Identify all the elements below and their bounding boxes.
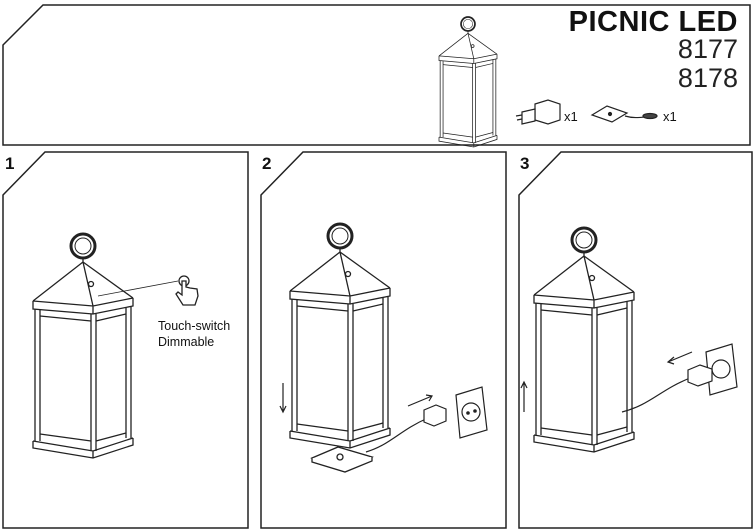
adapter-quantity: x1 [564,109,578,124]
cable [621,377,691,413]
caption-line: Touch-switch [158,319,231,333]
plug-in-arrow-icon [407,394,433,407]
lantern-illustration [532,226,636,454]
step-1-caption: Touch-switch Dimmable [158,318,230,350]
pad-quantity: x1 [663,109,677,124]
header-frame [2,4,751,146]
up-arrow-icon [520,380,528,412]
product-code: 8177 [677,34,738,64]
power-adapter-icon [515,99,561,125]
wall-socket-icon [705,343,738,396]
lantern-illustration [438,16,498,148]
step-3-frame [518,151,753,529]
charging-pad-icon [590,105,658,123]
product-code: 8178 [677,63,738,93]
down-arrow-icon [279,383,287,414]
lantern-illustration [288,222,392,450]
step-1-frame [2,151,249,529]
charging-pad-icon [310,446,374,473]
cable [365,417,429,453]
unplug-arrow-icon [666,351,693,365]
lantern-illustration [31,232,135,460]
wall-socket-icon [455,386,488,439]
product-name: PICNIC LED [568,6,738,38]
caption-line: Dimmable [158,335,215,349]
power-adapter-icon [687,364,713,387]
step-2-frame [260,151,507,529]
power-adapter-icon [423,404,447,427]
leader-line [97,280,179,297]
step-number: 1 [5,154,15,173]
finger-touch-icon [175,275,199,306]
step-number: 3 [520,154,530,173]
step-number: 2 [262,154,272,173]
